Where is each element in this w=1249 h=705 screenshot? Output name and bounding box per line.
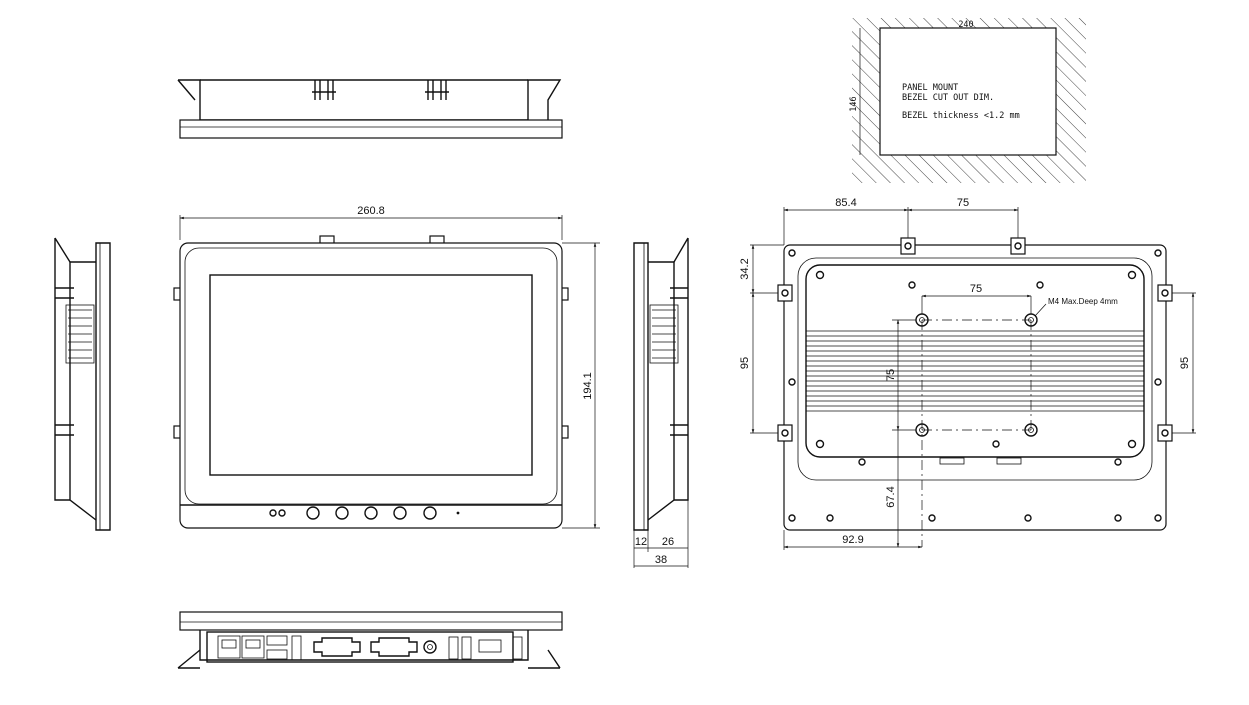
front-height-label: 194.1 xyxy=(582,372,594,400)
cutout-view xyxy=(852,18,1086,183)
left-side-view xyxy=(54,237,111,531)
side-body-depth-label: 26 xyxy=(662,536,674,548)
rear-vesa-horizontal-label: 75 xyxy=(970,283,982,295)
rear-top-left-label: 85.4 xyxy=(835,197,856,209)
rear-view xyxy=(750,207,1196,550)
cutout-note-line1: PANEL MOUNT xyxy=(902,83,958,93)
right-side-view xyxy=(633,237,689,568)
rear-bottom-width-label: 92.9 xyxy=(842,534,863,546)
top-view xyxy=(177,79,563,139)
cutout-note-line2: BEZEL CUT OUT DIM. xyxy=(902,93,994,103)
side-bezel-depth-label: 12 xyxy=(635,536,647,548)
rear-bottom-offset-label: 67.4 xyxy=(885,486,897,507)
rear-left-span-label: 95 xyxy=(739,357,751,369)
cutout-height-label: 146 xyxy=(849,96,859,111)
front-width-label: 260.8 xyxy=(357,205,385,217)
front-view xyxy=(173,215,600,529)
cutout-width-label: 240 xyxy=(958,20,973,30)
heatsink-fins xyxy=(806,330,1144,412)
cutout-note-line3: BEZEL thickness <1.2 mm xyxy=(902,111,1020,121)
rear-bracket-offset-label: 34.2 xyxy=(739,258,751,279)
rear-right-span-label: 95 xyxy=(1179,357,1191,369)
rear-top-right-label: 75 xyxy=(957,197,969,209)
rear-hole-note: M4 Max.Deep 4mm xyxy=(1048,297,1118,306)
side-total-depth-label: 38 xyxy=(655,554,667,566)
rear-vesa-vertical-label: 75 xyxy=(885,369,897,381)
bottom-view xyxy=(177,611,563,669)
